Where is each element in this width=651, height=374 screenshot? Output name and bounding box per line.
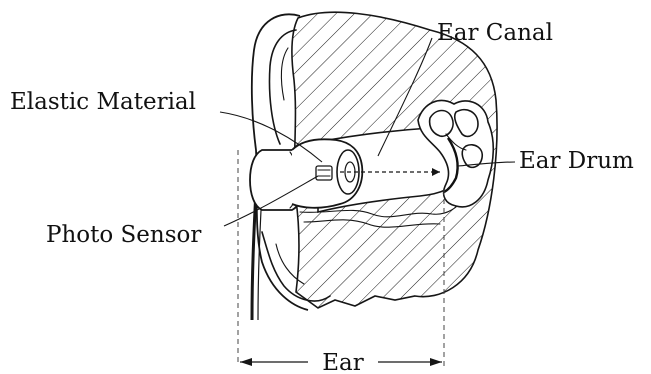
label-photo-sensor: Photo Sensor <box>46 222 201 248</box>
label-ear-canal: Ear Canal <box>437 20 553 46</box>
device-cable <box>252 190 256 320</box>
label-ear: Ear <box>322 350 364 374</box>
ear-dimension-arrowhead-left <box>240 358 252 366</box>
label-ear-drum: Ear Drum <box>519 148 634 174</box>
pinna-fold <box>281 48 288 100</box>
photo-sensor-element <box>316 166 332 180</box>
label-elastic-material: Elastic Material <box>10 89 196 115</box>
ear-dimension-arrowhead-right <box>430 358 442 366</box>
